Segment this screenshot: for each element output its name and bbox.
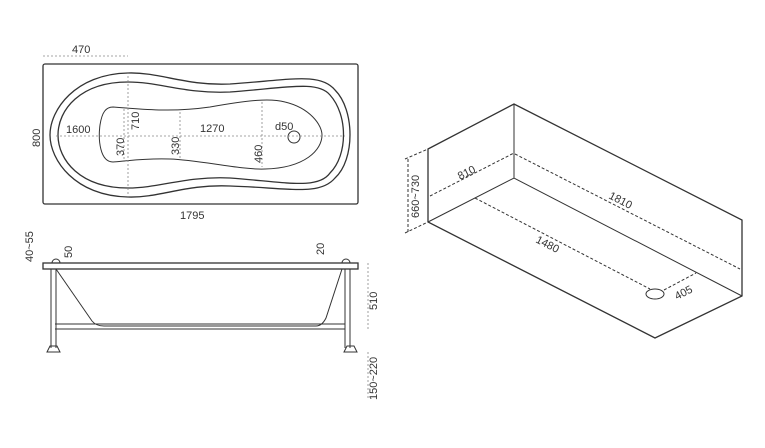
label-710: 710	[130, 112, 142, 130]
outer-rim-contour	[49, 72, 351, 198]
label-1480: 1480	[534, 234, 561, 256]
drain-ellipse	[645, 288, 665, 300]
tub-outline-rect	[42, 63, 359, 205]
label-d50: d50	[275, 121, 293, 133]
rim-supports	[51, 258, 351, 264]
label-370: 370	[115, 138, 127, 156]
label-810: 810	[456, 164, 478, 183]
label-405: 405	[673, 284, 695, 303]
label-510: 510	[368, 292, 380, 310]
label-50: 50	[63, 246, 75, 258]
label-150-220: 150~220	[368, 357, 380, 400]
drain-circle	[287, 130, 301, 144]
label-1600: 1600	[66, 124, 90, 136]
iso-view: 810 1810 1480 405 660~730	[404, 103, 743, 339]
inner-rim-contour	[57, 81, 345, 189]
rim	[42, 262, 359, 270]
label-660-730: 660~730	[410, 175, 422, 218]
dim-line-405	[663, 272, 697, 291]
basin-contour	[98, 99, 323, 170]
label-330: 330	[170, 137, 182, 155]
top-view: 470 800 1600 710 1270 d50 370 330 460 17…	[31, 44, 359, 222]
dim-line-1480	[474, 197, 651, 290]
dim-line-1810	[514, 153, 741, 270]
cross-bar	[55, 323, 345, 330]
label-20: 20	[315, 243, 327, 255]
box-outline	[427, 103, 743, 339]
box-inner-edges	[427, 104, 743, 297]
label-460: 460	[253, 145, 265, 163]
label-1810: 1810	[607, 190, 634, 212]
dim-line-660-730	[404, 148, 429, 234]
label-40-55: 40~55	[24, 231, 36, 262]
label-1270: 1270	[200, 123, 224, 135]
legs	[50, 269, 351, 348]
label-1795: 1795	[180, 210, 204, 222]
tub-body	[55, 268, 343, 327]
feet	[46, 345, 358, 353]
side-view: 40~55 50 20 510 150~220	[24, 231, 380, 400]
label-470: 470	[72, 44, 90, 56]
dim-line-810	[429, 152, 515, 197]
label-800: 800	[31, 129, 43, 147]
